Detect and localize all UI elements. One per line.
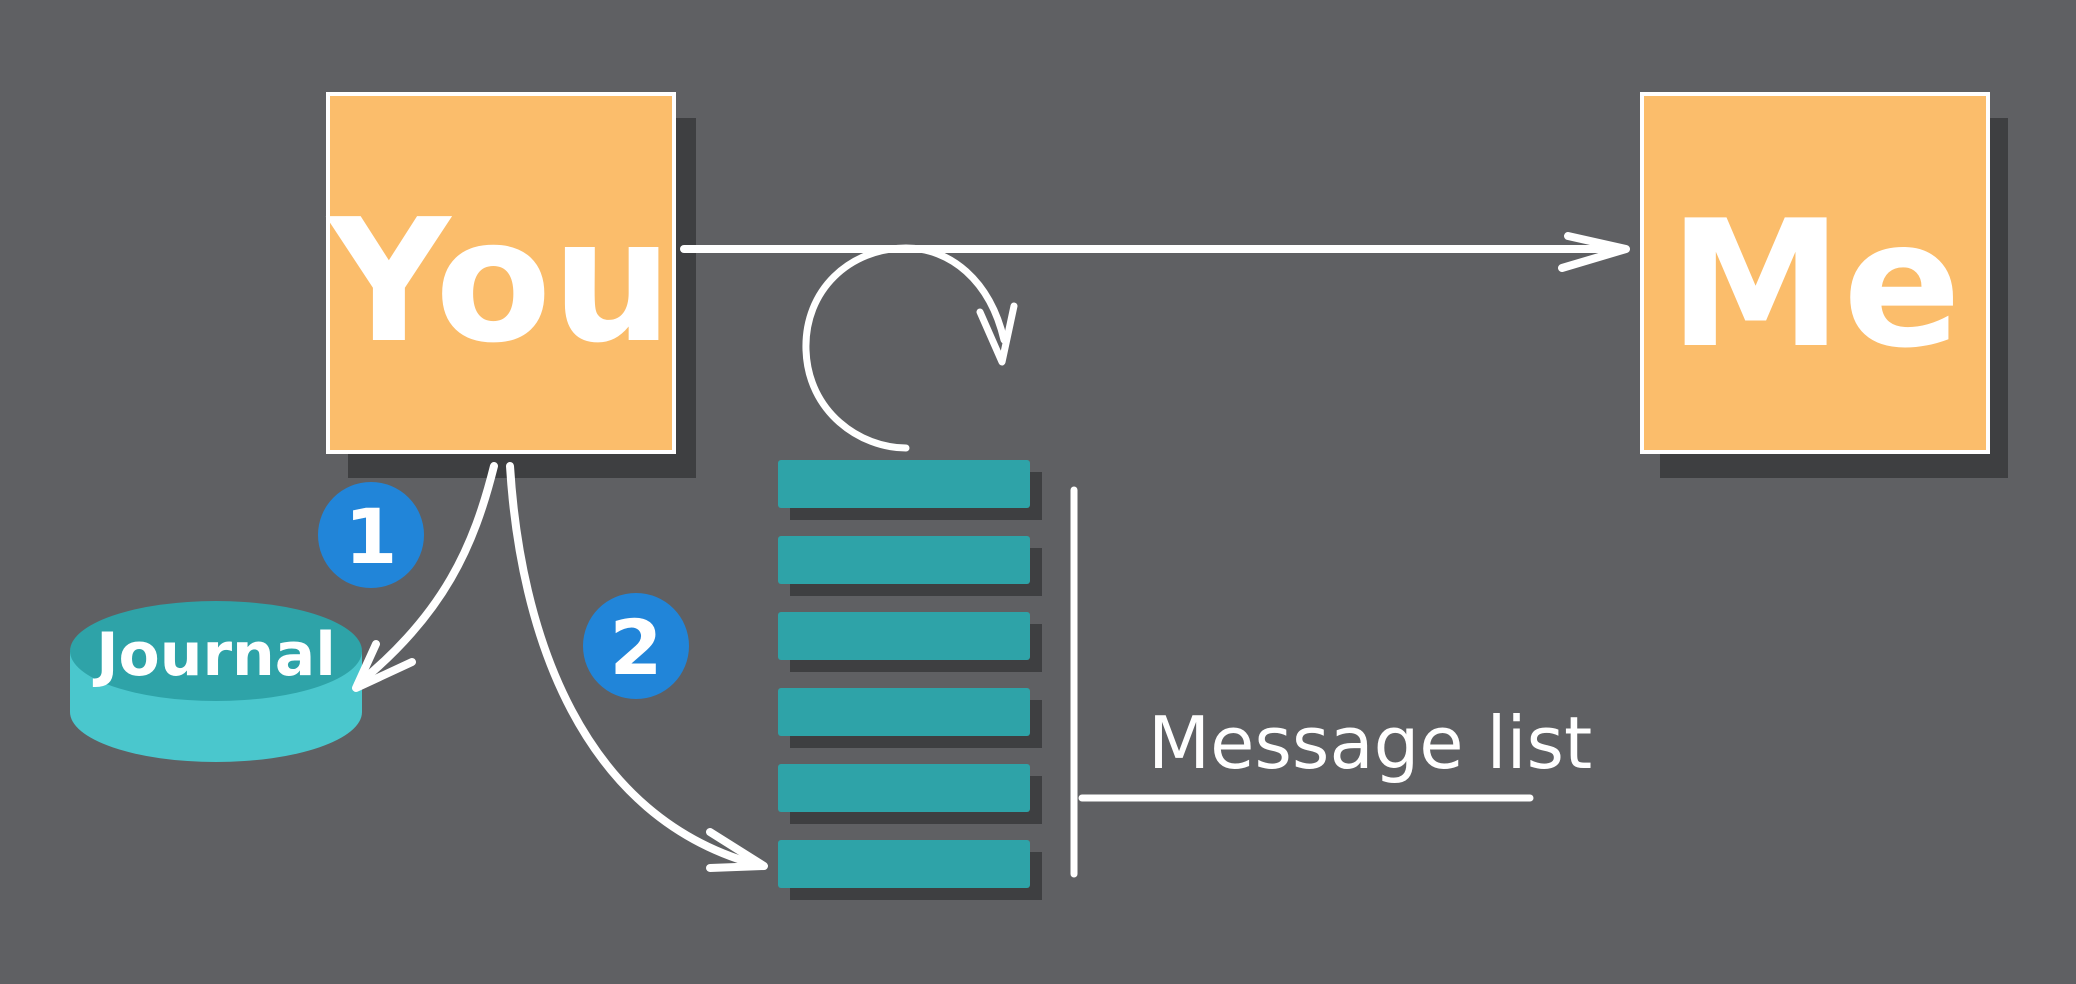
message-slot: [778, 460, 1030, 508]
step-badge-1: 1: [318, 482, 424, 588]
loop-arrow-head: [976, 302, 1018, 366]
message-slot: [778, 764, 1030, 812]
step-badge-1-circle: [318, 482, 424, 588]
message-slot: [778, 536, 1030, 584]
journal-arrow-head: [352, 640, 416, 692]
send-arrow-head: [1558, 232, 1630, 272]
sender-label: You: [325, 183, 672, 381]
step-badge-2-circle: [583, 593, 689, 699]
step-badge-2-label: 2: [610, 603, 663, 692]
message-slot: [778, 688, 1030, 736]
journal-arrow: [354, 462, 498, 688]
message-slot: [778, 612, 1030, 660]
journal-cylinder-top: [70, 601, 362, 701]
step-badge-2: 2: [583, 593, 689, 699]
message-slot: [778, 840, 1030, 888]
receiver-label: Me: [1669, 184, 1962, 387]
receiver-node: Me: [1640, 92, 2008, 478]
loop-arrow: [802, 244, 1008, 452]
journal-node: Journal: [70, 601, 362, 762]
message-list-stack: [778, 460, 1042, 900]
step-badge-1-label: 1: [345, 492, 398, 581]
message-list-label: Message list: [1148, 701, 1592, 785]
queue-arrow-head: [706, 828, 768, 872]
queue-arrow: [506, 462, 766, 870]
receiver-box: [1640, 92, 1990, 454]
journal-label: Journal: [92, 620, 336, 690]
sender-box: [326, 92, 676, 454]
sender-node: You: [325, 92, 696, 478]
